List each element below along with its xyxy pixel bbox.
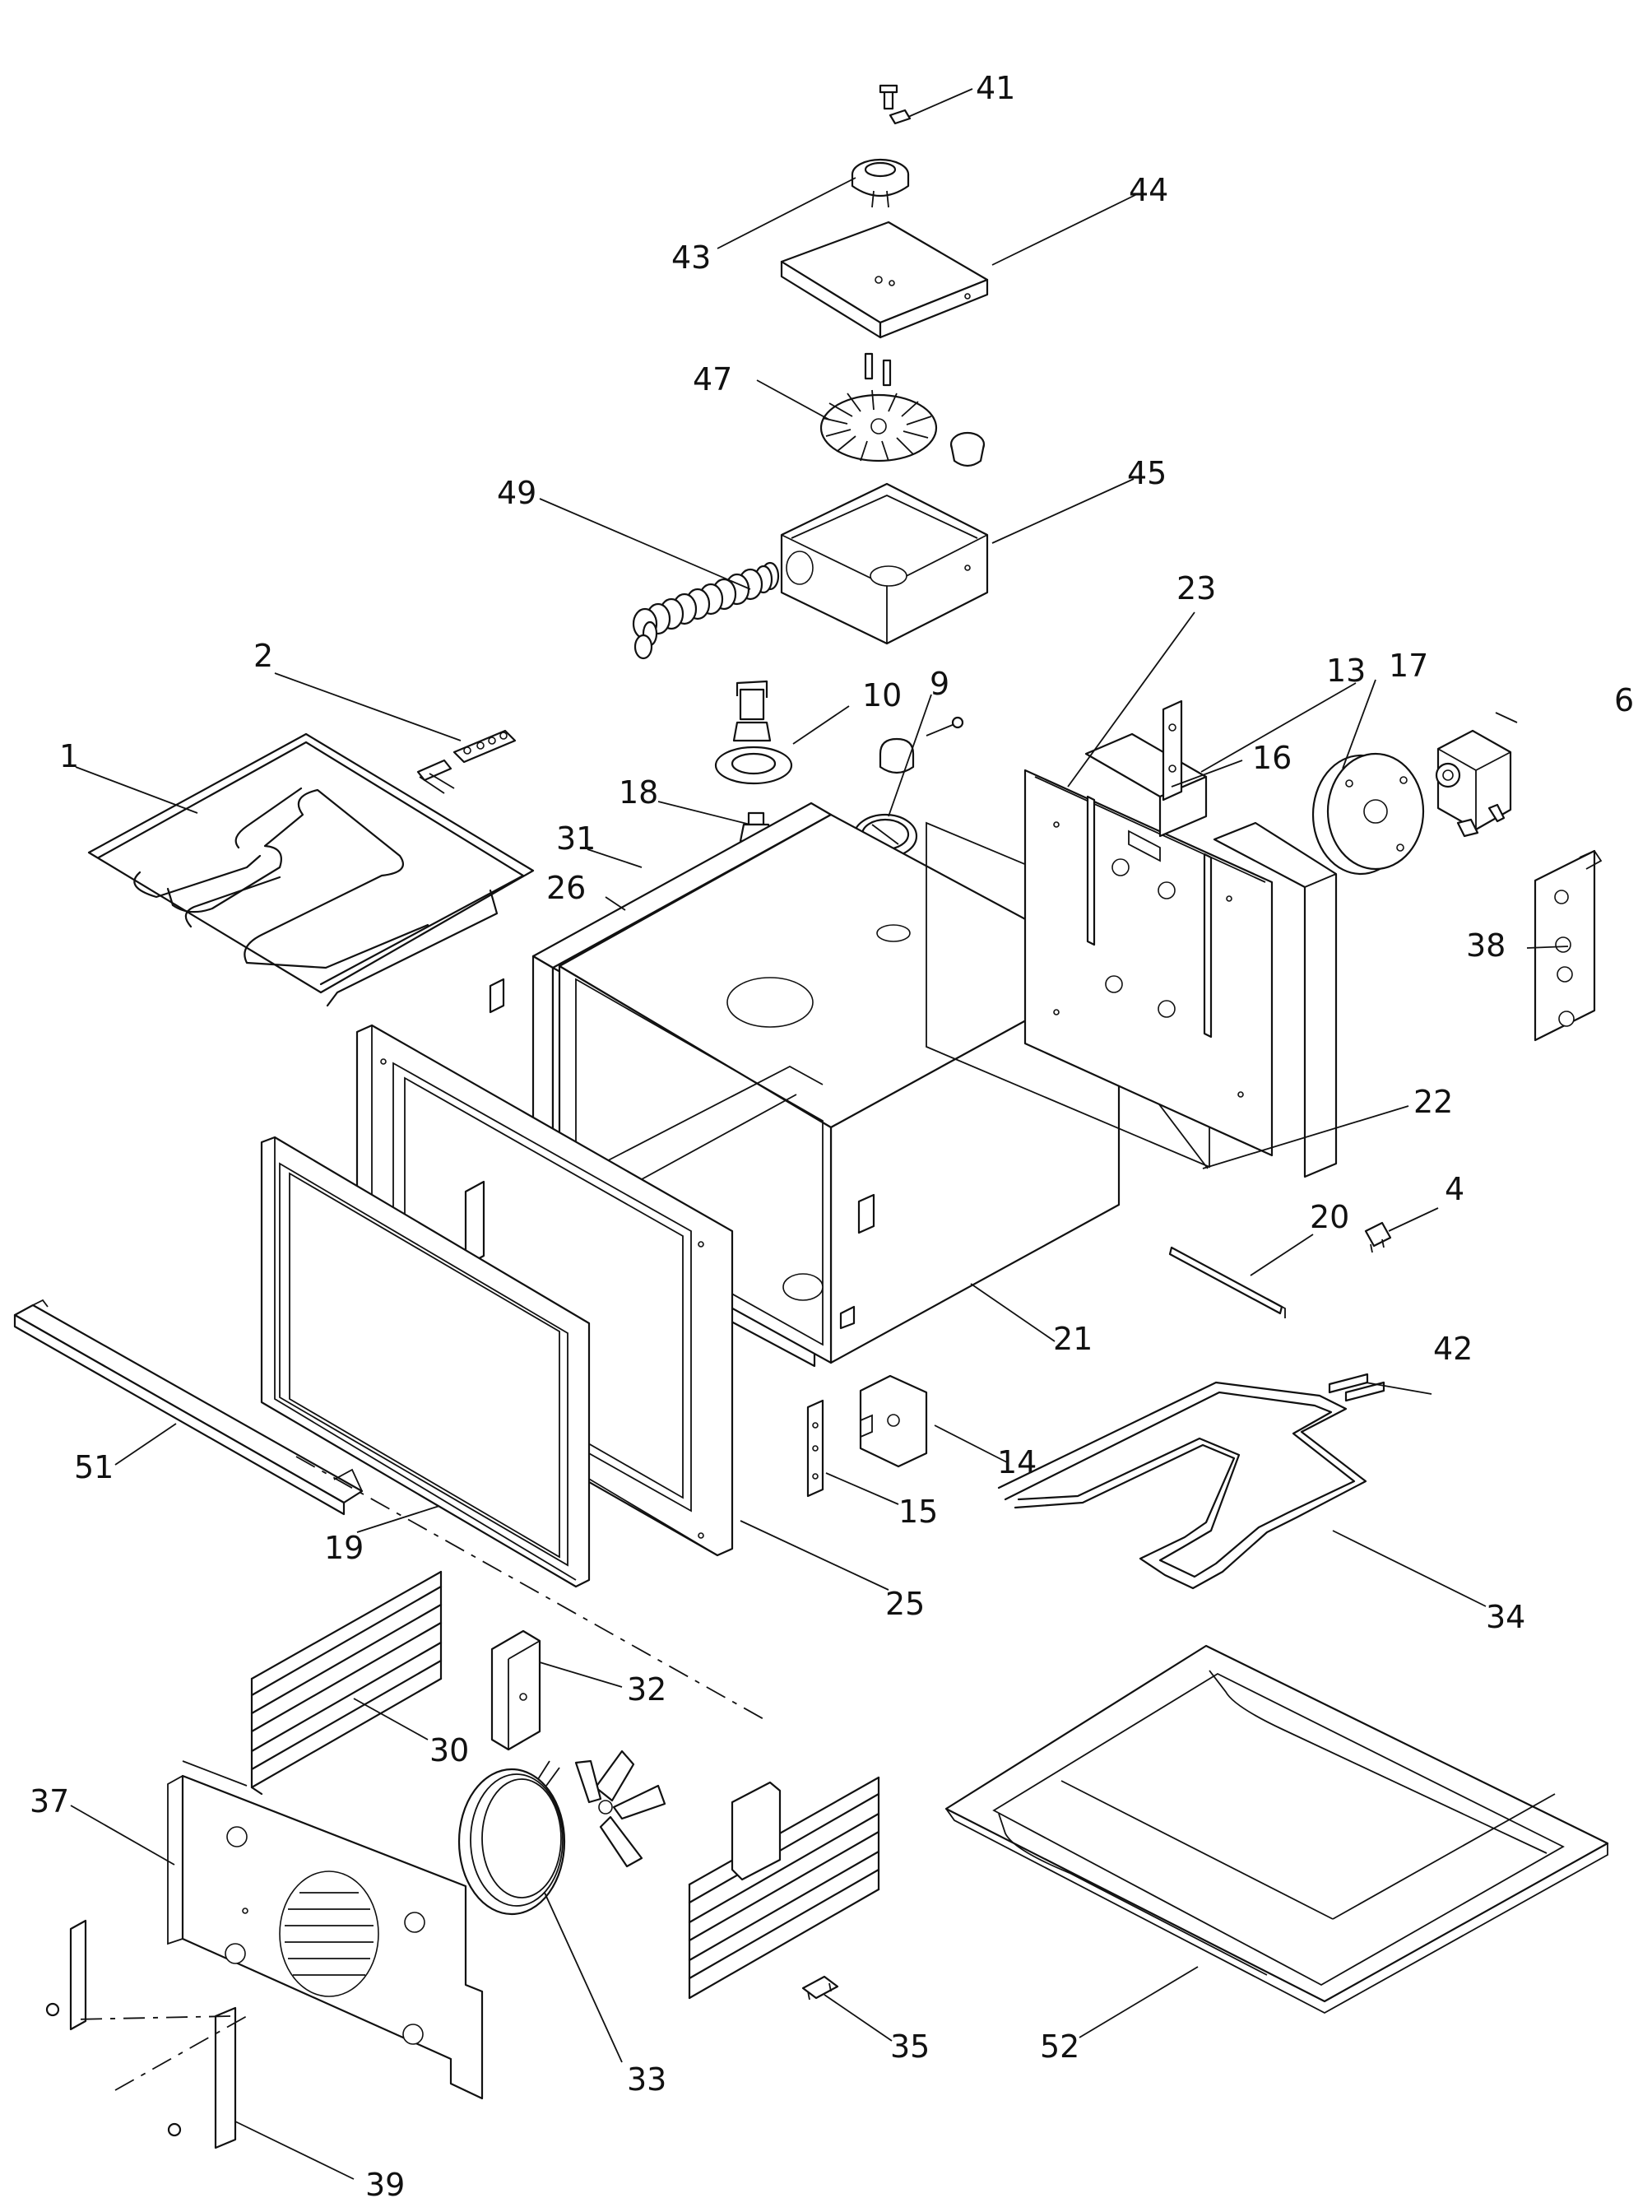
- label-47: 47: [693, 361, 732, 397]
- label-41: 41: [976, 70, 1015, 106]
- label-30: 30: [429, 1732, 469, 1768]
- label-25: 25: [885, 1586, 925, 1622]
- label-39: 39: [365, 2167, 405, 2203]
- part-44-fan-cover: [780, 221, 989, 339]
- part-15-hinge: [806, 1399, 824, 1498]
- part-33-circular-element: [457, 1750, 666, 1916]
- label-6: 6: [1614, 682, 1634, 718]
- part-49-flexible-duct: [632, 561, 780, 660]
- part-35-clip: [801, 1975, 839, 2001]
- part-52-bottom-tray: [944, 1644, 1609, 2014]
- part-39-bracket-strip: [45, 1919, 237, 2149]
- part-21-oven-cavity: [489, 813, 1121, 1364]
- label-15: 15: [898, 1494, 938, 1530]
- label-23: 23: [1176, 570, 1216, 606]
- label-4: 4: [1445, 1171, 1464, 1207]
- label-34: 34: [1486, 1599, 1525, 1635]
- part-14-hinge-plate: [859, 1374, 928, 1468]
- part-51-door-handle: [13, 1299, 364, 1516]
- part-13-bracket: [1162, 699, 1183, 802]
- part-37-rear-fan-cover: [167, 1760, 484, 2100]
- label-10: 10: [862, 677, 902, 713]
- label-42: 42: [1433, 1331, 1473, 1367]
- label-44: 44: [1129, 172, 1168, 208]
- label-37: 37: [30, 1783, 69, 1819]
- label-16: 16: [1252, 740, 1292, 776]
- label-32: 32: [627, 1671, 666, 1708]
- label-31: 31: [556, 820, 596, 857]
- part-2-element-bracket: [416, 729, 517, 794]
- label-51: 51: [74, 1449, 114, 1485]
- part-10-lamp-housing: [714, 680, 964, 785]
- label-17: 17: [1389, 648, 1428, 684]
- part-17-fan-shroud-ring: [1311, 752, 1425, 876]
- label-18: 18: [619, 774, 658, 811]
- label-43: 43: [671, 239, 711, 276]
- part-4-clip: [1364, 1221, 1392, 1253]
- label-20: 20: [1310, 1199, 1349, 1235]
- label-13: 13: [1326, 653, 1366, 689]
- part-30-shelf-support-left: [250, 1570, 443, 1796]
- part-1-grill-element: [87, 732, 535, 1007]
- label-2: 2: [253, 638, 273, 674]
- label-9: 9: [930, 666, 949, 702]
- label-49: 49: [497, 475, 536, 511]
- label-52: 52: [1040, 2028, 1079, 2065]
- label-14: 14: [997, 1444, 1037, 1480]
- label-21: 21: [1053, 1321, 1093, 1357]
- label-22: 22: [1413, 1084, 1453, 1120]
- part-45-fan-housing: [780, 482, 989, 645]
- label-45: 45: [1127, 455, 1167, 491]
- label-35: 35: [890, 2028, 930, 2065]
- part-23-rear-panel: [1023, 769, 1274, 1157]
- part-34-lower-element: [997, 1373, 1385, 1590]
- label-33: 33: [627, 2061, 666, 2098]
- part-6-fan-motor: [1435, 729, 1512, 838]
- label-19: 19: [324, 1530, 364, 1566]
- part-47-fan-impeller: [819, 352, 986, 467]
- part-19-door-glass: [260, 1136, 591, 1588]
- label-1: 1: [59, 738, 79, 774]
- label-26: 26: [546, 870, 586, 906]
- part-20-rod: [1168, 1246, 1286, 1318]
- part-32-fan-bracket: [490, 1629, 541, 1751]
- part-shelf-support-right: [688, 1776, 880, 2000]
- leader-lines: [70, 88, 1569, 2180]
- part-labels: 41 43 44 47 45 49 2 1 10 9 18 31 26 23 1…: [30, 70, 1634, 2203]
- part-43-thermostat: [851, 158, 910, 208]
- part-41-screw-clip: [879, 84, 912, 125]
- label-38: 38: [1466, 927, 1506, 964]
- part-38-side-plate: [1534, 849, 1603, 1042]
